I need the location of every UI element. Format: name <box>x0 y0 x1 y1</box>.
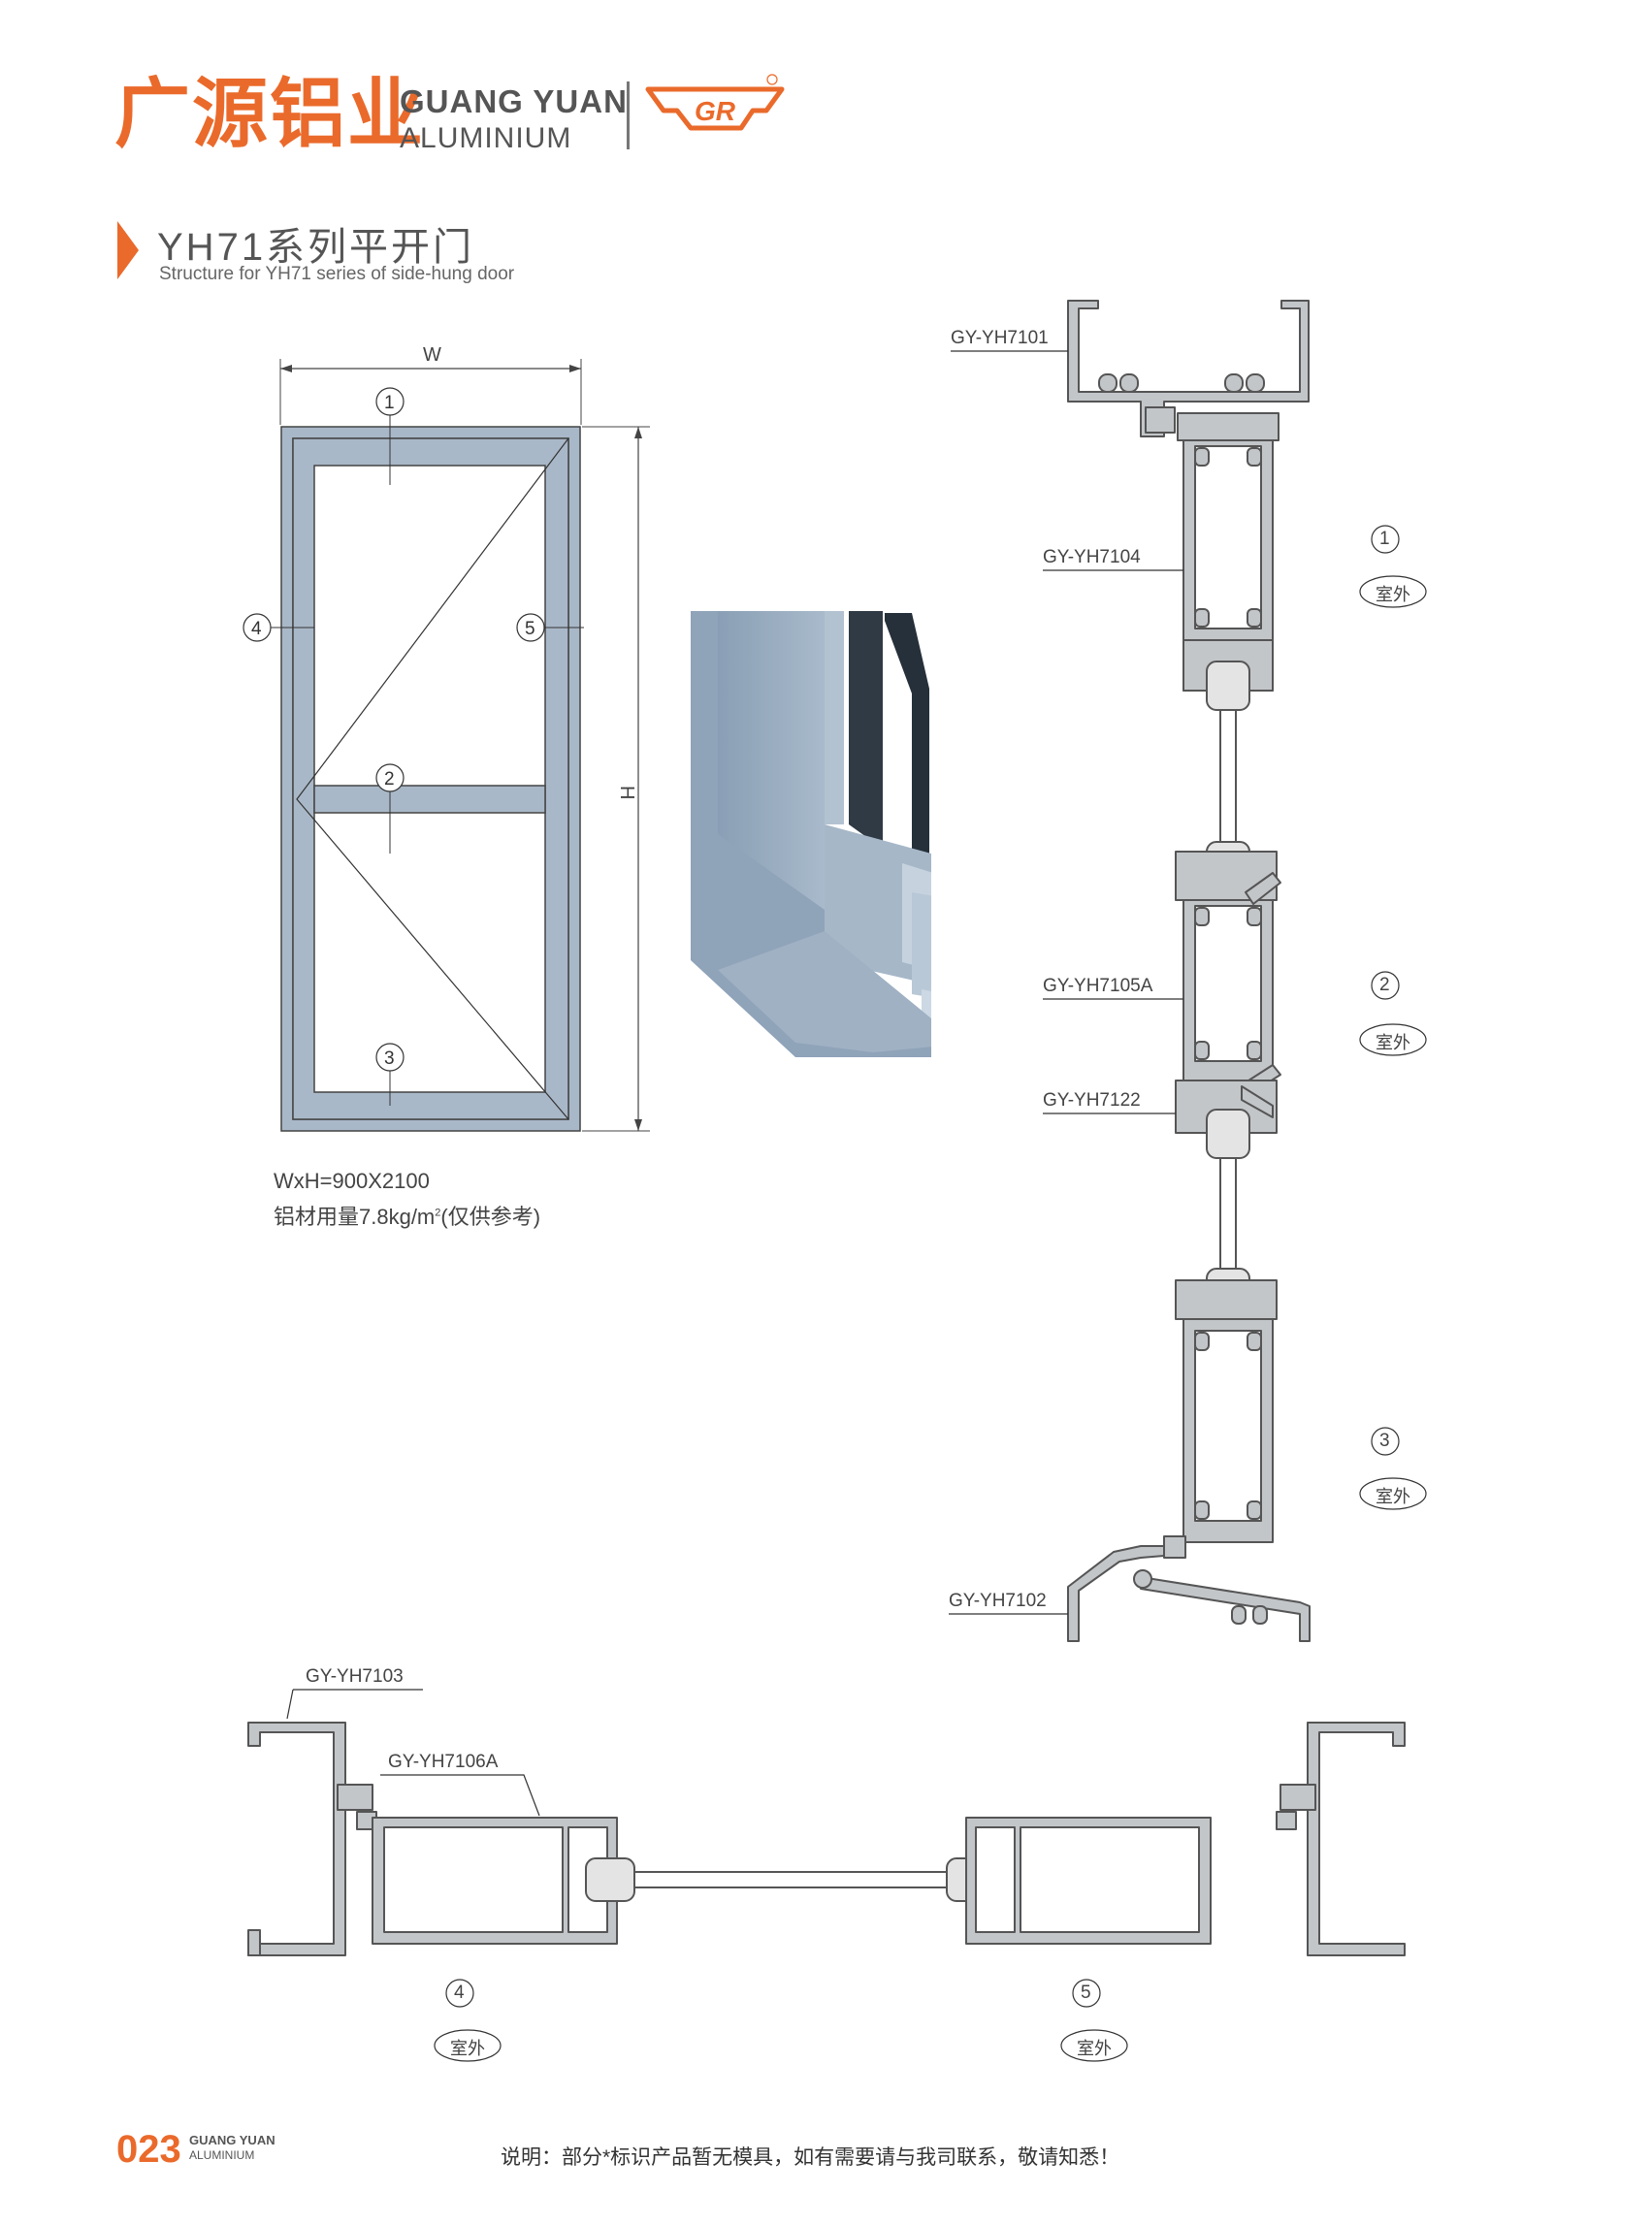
weight-unit-sup: 2 <box>435 1207 441 1219</box>
outdoor-label-1: 室外 <box>1376 585 1410 604</box>
page-number: 023 <box>116 2128 181 2171</box>
section-marker-5: 5 <box>1081 1983 1091 2003</box>
weight-value: 铝材用量7.8kg/m <box>274 1205 436 1229</box>
brand-name-en: GUANG YUAN <box>400 83 628 119</box>
elevation-marker-1: 1 <box>384 393 395 413</box>
brand-logo-icon: GR <box>645 74 785 131</box>
elevation-marker-4: 4 <box>251 619 262 639</box>
section-marker-4: 4 <box>454 1983 465 2003</box>
outdoor-label-2: 室外 <box>1376 1033 1410 1052</box>
title-marker <box>117 221 139 279</box>
elevation-marker-3: 3 <box>384 1048 395 1069</box>
part-label-yh7122: GY-YH7122 <box>1043 1090 1141 1111</box>
section-marker-3: 3 <box>1379 1431 1390 1451</box>
footer-brand-sub: ALUMINIUM <box>189 2148 255 2162</box>
size-spec: WxH=900X2100 <box>274 1169 430 1193</box>
section-marker-2: 2 <box>1379 975 1390 995</box>
logo-text: GR <box>695 96 736 126</box>
footer-brand: GUANG YUAN <box>189 2133 275 2147</box>
elevation-marker-5: 5 <box>525 619 535 639</box>
brand-divider <box>627 81 630 149</box>
weight-note: (仅供参考) <box>440 1205 541 1229</box>
part-label-yh7102: GY-YH7102 <box>949 1591 1047 1611</box>
page-subtitle: Structure for YH71 series of side-hung d… <box>159 264 515 284</box>
weight-spec: 铝材用量7.8kg/m2(仅供参考) <box>274 1200 540 1231</box>
outdoor-label-3: 室外 <box>1376 1487 1410 1506</box>
part-label-yh7105a: GY-YH7105A <box>1043 976 1153 996</box>
part-label-yh7101: GY-YH7101 <box>951 328 1049 348</box>
height-label: H <box>616 786 637 799</box>
brand-name-en-sub: ALUMINIUM <box>400 122 572 154</box>
outdoor-label-4: 室外 <box>450 2039 485 2058</box>
page-title: YH71系列平开门 <box>157 226 475 269</box>
brand-name-cn: 广源铝业 <box>114 71 426 156</box>
outdoor-label-5: 室外 <box>1077 2039 1112 2058</box>
corner-3d-render <box>691 611 975 1057</box>
footer-note: 说明：部分*标识产品暂无模具，如有需要请与我司联系，敬请知悉！ <box>501 2146 1120 2169</box>
part-label-yh7103: GY-YH7103 <box>306 1666 404 1687</box>
door-elevation-diagram: W H 1 2 3 4 5 <box>243 344 650 1132</box>
width-label: W <box>423 344 441 366</box>
part-label-yh7104: GY-YH7104 <box>1043 547 1141 567</box>
elevation-marker-2: 2 <box>384 769 395 790</box>
section-marker-1: 1 <box>1379 529 1390 549</box>
part-label-yh7106a: GY-YH7106A <box>388 1752 499 1772</box>
